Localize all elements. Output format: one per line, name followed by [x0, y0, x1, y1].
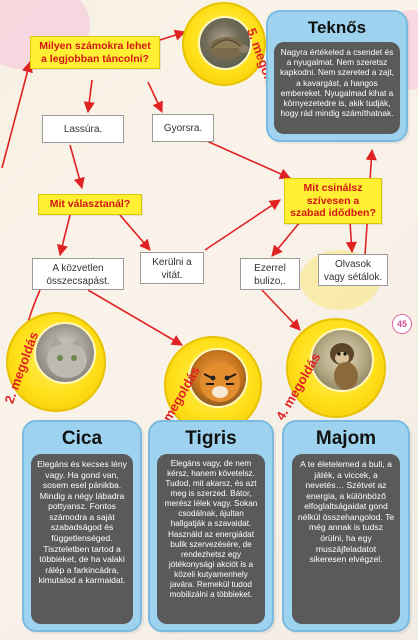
answer-osszecsapas: A közvetlen összecsapást. [32, 258, 124, 290]
answer-kerulni: Kerülni a vitát. [140, 252, 204, 284]
question-box-3: Mit csinálsz szívesen a szabad idődben? [284, 178, 382, 224]
result-title: Tigris [185, 428, 237, 449]
result-card-tigris: Tigris Elegáns vagy, de nem kérsz, hanem… [148, 420, 274, 632]
arrow [119, 214, 151, 251]
arrow [345, 221, 357, 254]
question-text: Milyen számokra lehet a legjobban táncol… [39, 40, 151, 65]
result-card-teknos: Teknős Nagyra értékeled a csendet és a n… [266, 10, 408, 142]
result-text: Nagyra értékeled a csendet és a nyugalma… [274, 42, 400, 134]
arrow [199, 137, 292, 180]
result-text: A te életelemed a buli, a játék, a vicce… [292, 454, 400, 624]
answer-text: Kerülni a vitát. [152, 257, 192, 281]
arrow [159, 29, 187, 41]
answer-lassura: Lassúra. [42, 115, 124, 143]
result-title: Cica [61, 428, 103, 449]
arrow [1, 60, 33, 169]
medal-4: 4. megoldás [273, 318, 386, 423]
answer-text: A közvetlen összecsapást. [46, 263, 110, 287]
arrow [147, 81, 163, 114]
arrow [271, 221, 301, 257]
answer-olvasok: Olvasok vagy sétálok. [318, 254, 388, 286]
arrow [87, 289, 183, 346]
result-title: Majom [315, 428, 377, 449]
answer-gyorsra: Gyorsra. [152, 114, 214, 142]
arrow [69, 144, 85, 190]
result-text: Elegáns vagy, de nem kérsz, hanem követe… [157, 454, 265, 624]
monkey-photo [310, 328, 374, 392]
question-box-2: Mit választanál? [38, 194, 142, 215]
cat-icon [47, 334, 87, 378]
answer-text: Ezerrel bulizo,. [254, 263, 286, 287]
answer-text: Lassúra. [63, 124, 103, 135]
turtle-icon [209, 37, 249, 59]
answer-ezerrel: Ezerrel bulizo,. [240, 258, 300, 290]
question-text: Mit választanál? [49, 198, 131, 210]
question-box-1: Milyen számokra lehet a legjobban táncol… [30, 36, 160, 70]
medal-3: 3. megoldás [152, 336, 262, 436]
result-title: Teknős [307, 18, 367, 37]
arrow [261, 289, 301, 331]
turtle-photo [198, 16, 252, 70]
tiger-icon [200, 362, 240, 402]
result-card-cica: Cica Elegáns és kecses lény vagy. Ha gon… [22, 420, 142, 632]
page-number: 45 [392, 314, 412, 334]
monkey-icon [330, 343, 358, 390]
arrow [204, 199, 281, 251]
medal-5: 5. megoldás [182, 2, 284, 102]
medal-2: 2. megoldás [1, 312, 106, 412]
answer-text: Olvasok vagy sétálok. [323, 259, 383, 283]
tiger-photo [188, 348, 248, 408]
cat-photo [34, 322, 96, 384]
answer-text: Gyorsra. [163, 123, 203, 134]
result-text: Elegáns és kecses lény vagy. Ha gond van… [31, 454, 133, 624]
result-card-majom: Majom A te életelemed a buli, a játék, a… [282, 420, 410, 632]
arrow [83, 79, 95, 114]
arrow [57, 214, 71, 257]
question-text: Mit csinálsz szívesen a szabad idődben? [290, 182, 376, 220]
